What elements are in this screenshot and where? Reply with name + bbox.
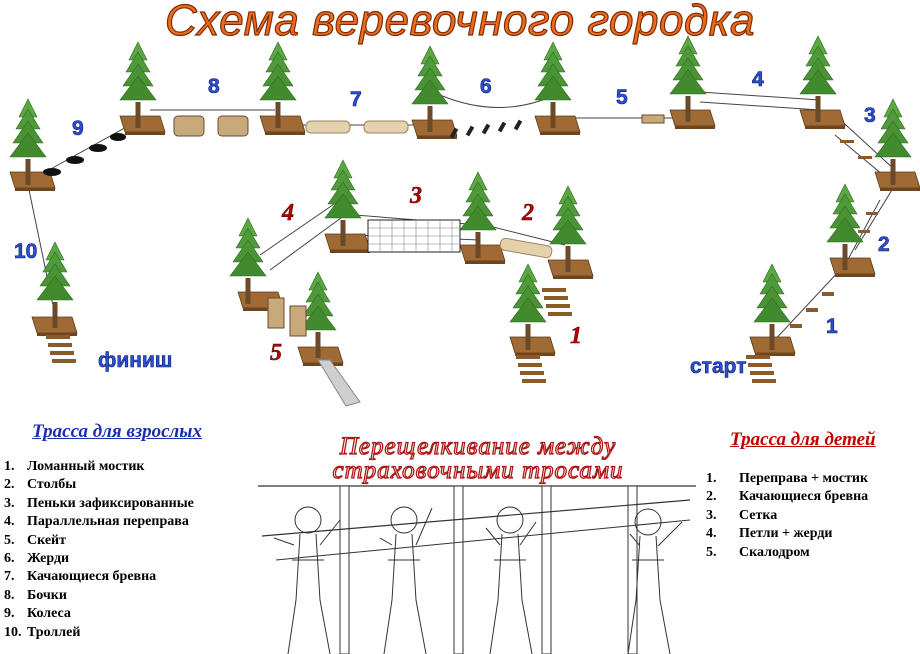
start-label: старт	[690, 355, 746, 378]
adult-route-title: Трасса для взрослых	[32, 421, 202, 442]
list-item: 6.Жерди	[4, 550, 70, 566]
kids-ladder	[516, 355, 546, 383]
adult-station-10: 10	[14, 240, 37, 263]
list-item: 3.Пеньки зафиксированные	[4, 495, 194, 511]
carabiner-title-line-2: страховочными тросами	[332, 457, 624, 484]
kids-station-5: 5	[270, 340, 282, 366]
adult-station-5: 5	[616, 86, 628, 109]
trees	[9, 35, 912, 359]
adult-route-list: 1.Ломанный мостик 2.Столбы 3.Пеньки зафи…	[4, 458, 194, 642]
adult-station-7: 7	[350, 88, 362, 111]
list-item: 4.Параллельная переправа	[4, 514, 189, 530]
start-ladder	[746, 355, 776, 383]
barrels	[173, 115, 249, 137]
finish-ladder	[46, 335, 76, 363]
list-item: 9.Колеса	[4, 606, 71, 622]
kids-route-title: Трасса для детей	[730, 429, 876, 450]
kids-route-list: 1.Переправа + мостик 2.Качающиеся бревна…	[706, 470, 868, 562]
adult-station-3: 3	[864, 104, 876, 127]
swinging-logs	[305, 120, 553, 259]
skate-board	[641, 114, 665, 124]
carabiner-illustration	[258, 485, 696, 654]
kids-station-1: 1	[570, 323, 582, 349]
poles	[449, 119, 523, 139]
carabiner-section-title: Перещелкивание между страховочными троса…	[258, 433, 698, 484]
list-item: 2.Качающиеся бревна	[706, 489, 869, 505]
kids-station-2: 2	[521, 200, 534, 226]
list-item: 1.Ломанный мостик	[4, 459, 145, 474]
list-item: 3.Сетка	[706, 507, 778, 523]
finish-label: финиш	[98, 349, 172, 372]
slide	[317, 359, 361, 407]
climbing-wall	[267, 297, 307, 337]
kids-bridge	[542, 288, 572, 316]
kids-station-3: 3	[409, 183, 422, 209]
list-item: 7.Качающиеся бревна	[4, 569, 157, 585]
list-item: 5.Скалодром	[706, 544, 810, 560]
platforms	[9, 109, 920, 367]
adult-station-4: 4	[752, 68, 764, 91]
kids-station-4: 4	[281, 200, 294, 226]
net	[367, 219, 461, 253]
adult-station-6: 6	[480, 75, 492, 98]
list-item: 4.Петли + жерди	[706, 526, 833, 542]
list-item: 2.Столбы	[4, 477, 77, 493]
list-item: 1.Переправа + мостик	[706, 471, 869, 486]
list-item: 8.Бочки	[4, 587, 67, 603]
tires	[43, 133, 126, 176]
broken-bridge	[790, 140, 878, 328]
adult-station-1: 1	[826, 315, 838, 338]
carabiner-title-line-1: Перещелкивание между	[339, 433, 617, 460]
adult-station-8: 8	[208, 75, 220, 98]
list-item: 10.Троллей	[4, 624, 81, 640]
adult-station-9: 9	[72, 117, 84, 140]
page-title: Схема веревочного городка	[164, 0, 756, 46]
list-item: 5.Скейт	[4, 532, 66, 548]
adult-station-2: 2	[878, 233, 890, 256]
